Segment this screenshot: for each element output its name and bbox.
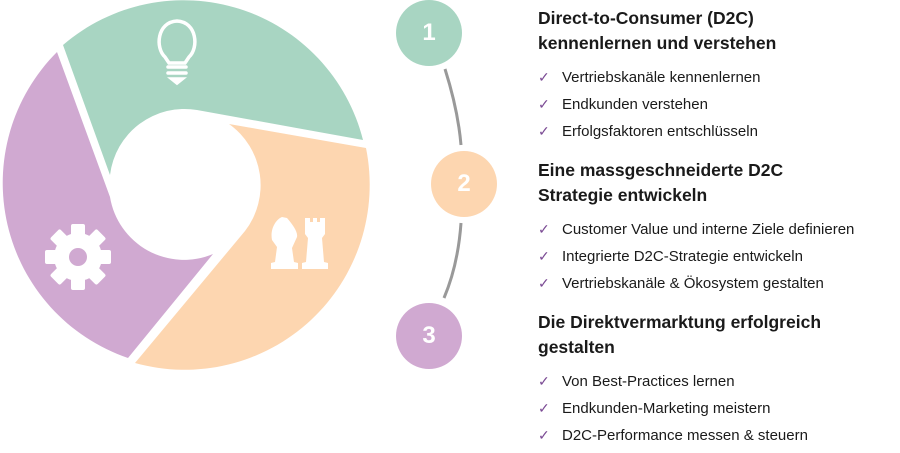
- segment-purple: [2, 52, 214, 358]
- step-1-badge: 1: [396, 0, 462, 66]
- check-icon: ✓: [538, 69, 550, 85]
- lightbulb-icon: [157, 19, 197, 86]
- check-icon: ✓: [538, 221, 550, 237]
- list-item: ✓Erfolgsfaktoren entschlüsseln: [538, 118, 776, 145]
- check-icon: ✓: [538, 123, 550, 139]
- step-2-badge: 2: [431, 151, 497, 217]
- step-1-section: Direct-to-Consumer (D2C)kennenlernen und…: [538, 6, 776, 145]
- check-icon: ✓: [538, 96, 550, 112]
- check-icon: ✓: [538, 248, 550, 264]
- step-3-badge: 3: [396, 303, 462, 369]
- list-item: ✓Von Best-Practices lernen: [538, 368, 821, 395]
- gear-icon: [45, 224, 111, 290]
- timeline-connector: [442, 222, 463, 299]
- segment-orange: [135, 124, 370, 370]
- list-item: ✓Endkunden verstehen: [538, 91, 776, 118]
- list-item: ✓Endkunden-Marketing meistern: [538, 395, 821, 422]
- list-item: ✓D2C-Performance messen & steuern: [538, 422, 821, 449]
- timeline-connector: [443, 68, 463, 146]
- list-item: ✓Customer Value und interne Ziele defini…: [538, 216, 854, 243]
- list-item: ✓Vertriebskanäle kennenlernen: [538, 64, 776, 91]
- step-1-title: Direct-to-Consumer (D2C)kennenlernen und…: [538, 8, 777, 53]
- check-icon: ✓: [538, 373, 550, 389]
- check-icon: ✓: [538, 275, 550, 291]
- chess-icon: [271, 217, 328, 269]
- segment-green: [63, 0, 363, 176]
- check-icon: ✓: [538, 427, 550, 443]
- list-item: ✓Vertriebskanäle & Ökosystem gestalten: [538, 270, 854, 297]
- list-item: ✓Integrierte D2C-Strategie entwickeln: [538, 243, 854, 270]
- check-icon: ✓: [538, 400, 550, 416]
